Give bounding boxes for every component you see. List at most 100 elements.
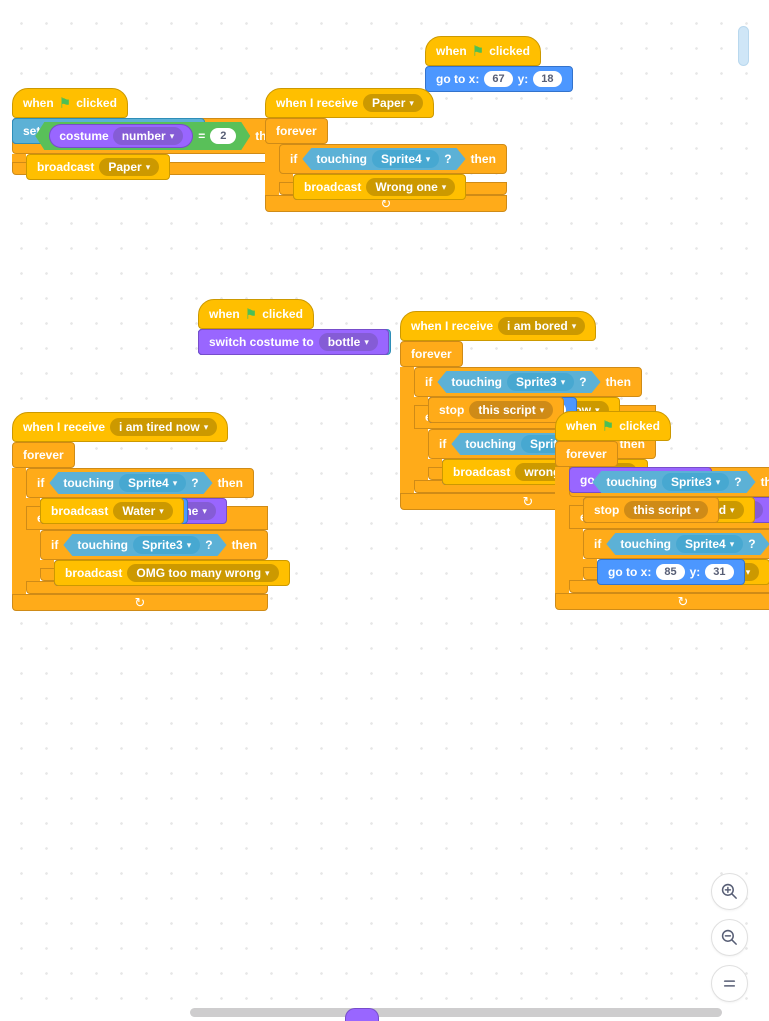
block-label: broadcast [51, 504, 109, 518]
value-input[interactable]: 85 [656, 564, 685, 580]
block-when-flag-clicked[interactable]: when⚑clicked [555, 411, 671, 441]
dropdown-field[interactable]: this script▾ [469, 401, 554, 419]
dropdown-field[interactable]: Sprite3▾ [662, 473, 729, 491]
block-broadcast[interactable]: broadcast Water▾ [40, 498, 184, 524]
dropdown-field[interactable]: Water▾ [113, 502, 173, 520]
c-body: iftouchingSprite4▾?thenshowbroadcastWron… [265, 144, 507, 200]
c-body: hideset size to100%switch costume todone… [26, 498, 227, 524]
c-body: go tofront▾layerhideset size to70%switch… [569, 497, 769, 523]
block-label: forever [566, 447, 607, 461]
dropdown-field[interactable]: Sprite3▾ [133, 536, 200, 554]
block-forever[interactable]: foreveriftouchingSprite4▾?thenshowbroadc… [265, 118, 507, 212]
zoom-out-icon [721, 929, 737, 945]
dropdown-arrow-icon: ▾ [265, 567, 270, 578]
block-if-then-header[interactable]: ifcostumenumber▾=2then [12, 118, 292, 154]
block-label: ? [191, 476, 199, 490]
block-forever-header[interactable]: forever [555, 441, 618, 467]
dropdown-arrow-icon: ▾ [560, 376, 566, 387]
block-when-flag-clicked[interactable]: when⚑clicked [12, 88, 128, 118]
zoom-reset-button[interactable] [711, 965, 748, 1002]
value-input[interactable]: 31 [705, 564, 734, 580]
zoom-in-button[interactable] [711, 873, 748, 910]
green-flag-icon: ⚑ [58, 95, 72, 111]
block-if-then[interactable]: ifcostumenumber▾=2thenbroadcastPaper▾ [12, 118, 292, 180]
block-if-then[interactable]: iftouchingSprite4▾?thenshowbroadcastWron… [279, 144, 507, 200]
dropdown-field[interactable]: Sprite4▾ [119, 474, 186, 492]
dropdown-field[interactable]: Sprite4▾ [676, 535, 743, 553]
vertical-scrollbar-thumb[interactable] [738, 26, 749, 66]
dropdown-value: Sprite4 [381, 152, 422, 166]
dropdown-field[interactable]: this script▾ [624, 501, 709, 519]
block-label: when [23, 96, 54, 110]
dropdown-field[interactable]: Paper▾ [363, 94, 423, 112]
dropdown-field[interactable]: bottle▾ [318, 333, 378, 351]
dropdown-field[interactable]: Wrong one▾ [366, 178, 456, 196]
dropdown-field[interactable]: i am tired now▾ [110, 418, 218, 436]
dropdown-arrow-icon: ▾ [595, 404, 600, 415]
block-when-flag-clicked[interactable]: when⚑clicked [425, 36, 541, 66]
dropdown-value: Sprite3 [671, 475, 712, 489]
dropdown-field[interactable]: Sprite3▾ [507, 373, 574, 391]
block-label: if [290, 152, 298, 166]
value-input[interactable]: 18 [533, 71, 562, 87]
block-label: touching [451, 375, 502, 389]
block-forever-header[interactable]: forever [265, 118, 328, 144]
dropdown-field[interactable]: Sprite4▾ [372, 150, 439, 168]
dropdown-field[interactable]: number▾ [113, 127, 184, 145]
value-input[interactable]: 2 [210, 128, 236, 144]
block-label: go to x: [608, 565, 652, 579]
dropdown-field[interactable]: i am bored▾ [498, 317, 586, 335]
block-label: ? [444, 152, 452, 166]
value-input[interactable]: 67 [484, 71, 513, 87]
partially-visible-block[interactable] [345, 1008, 379, 1021]
block-when-flag-clicked[interactable]: when⚑clicked [198, 299, 314, 329]
horizontal-scrollbar-thumb[interactable] [190, 1008, 722, 1017]
zoom-out-button[interactable] [711, 919, 748, 956]
dropdown-field[interactable]: Paper▾ [99, 158, 160, 176]
block-forever-header[interactable]: forever [400, 341, 463, 367]
dropdown-arrow-icon: ▾ [364, 336, 369, 347]
block-forever-header[interactable]: forever [12, 442, 75, 468]
block-label: then [605, 375, 631, 389]
dropdown-field[interactable]: OMG too many wrong▾ [127, 564, 279, 582]
